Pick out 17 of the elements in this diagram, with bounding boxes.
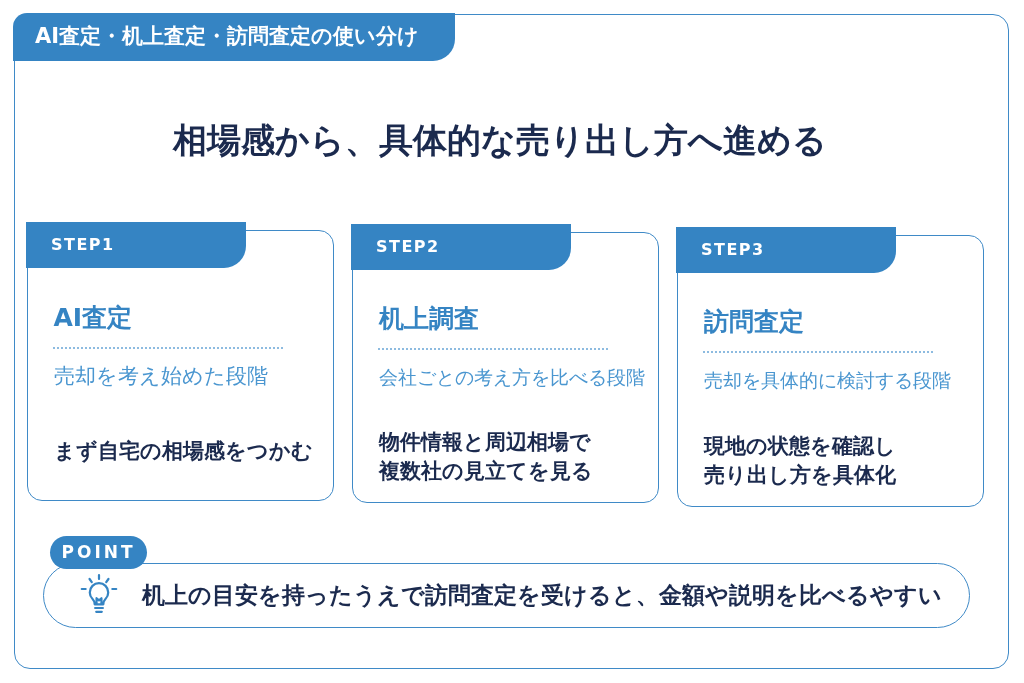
card-heading: AI査定 — [53, 301, 133, 334]
card-heading: 訪問査定 — [703, 305, 804, 338]
section-tab: AI査定・机上査定・訪問査定の使い分け — [13, 13, 455, 61]
step-tab: STEP2 — [351, 224, 571, 270]
step-tab: STEP3 — [676, 227, 896, 273]
point-text: 机上の目安を持ったうえで訪問査定を受けると、金額や説明を比べるやすい — [142, 581, 942, 610]
stage-label: 会社ごとの考え方を比べる段階 — [378, 364, 645, 390]
card-description: 物件情報と周辺相場で複数社の見立てを見る — [378, 428, 594, 485]
stage-label: 売却を具体的に検討する段階 — [703, 367, 951, 393]
stage-label: 売却を考え始めた段階 — [53, 362, 268, 390]
card-description: まず自宅の相場感をつかむ — [53, 437, 314, 465]
step-tab: STEP1 — [26, 222, 246, 268]
card-description: 現地の状態を確認し売り出し方を具体化 — [703, 432, 897, 489]
panel-frame — [13, 13, 1009, 669]
diagram-title: 相場感から、具体的な売り出し方へ進める — [171, 118, 828, 162]
card-heading: 机上調査 — [378, 302, 479, 335]
point-badge: POINT — [50, 536, 147, 569]
